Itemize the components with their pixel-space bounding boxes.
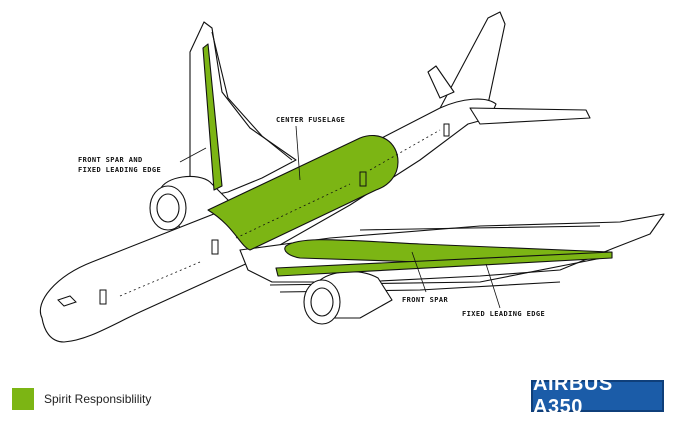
legend: Spirit Responsiblility [12, 388, 151, 410]
legend-label: Spirit Responsiblility [44, 392, 152, 406]
window-row [119, 129, 441, 297]
leader-fixed-leading-edge [485, 263, 501, 309]
left-wing-front-spar-highlight [202, 43, 223, 191]
cockpit-windows [57, 295, 77, 307]
left-horizontal-stabilizer [427, 65, 455, 99]
callout-front-spar-fixed-line1: FRONT SPAR AND [78, 156, 143, 164]
left-wing-flaps [211, 31, 293, 161]
callout-fixed-leading-edge: FIXED LEADING EDGE [462, 310, 545, 318]
leader-center-fuselage [295, 125, 301, 181]
right-horizontal-stabilizer [469, 107, 591, 125]
badge-text: AIRBUS A350 [533, 373, 613, 418]
center-fuselage-highlight [207, 135, 399, 251]
right-engine-intake [303, 279, 341, 325]
forward-door [99, 289, 107, 305]
callout-center-fuselage: CENTER FUSELAGE [276, 116, 345, 124]
legend-swatch [12, 388, 34, 410]
callout-front-spar-fixed-line2: FIXED LEADING EDGE [78, 166, 161, 174]
leader-front-spar [411, 251, 427, 293]
callout-front-spar: FRONT SPAR [402, 296, 449, 304]
leader-front-spar-fixed [179, 147, 207, 163]
airbus-a350-badge: AIRBUS A350 [531, 373, 664, 418]
left-engine-intake [149, 185, 187, 231]
right-wing-leading-edge-highlight [275, 251, 613, 277]
